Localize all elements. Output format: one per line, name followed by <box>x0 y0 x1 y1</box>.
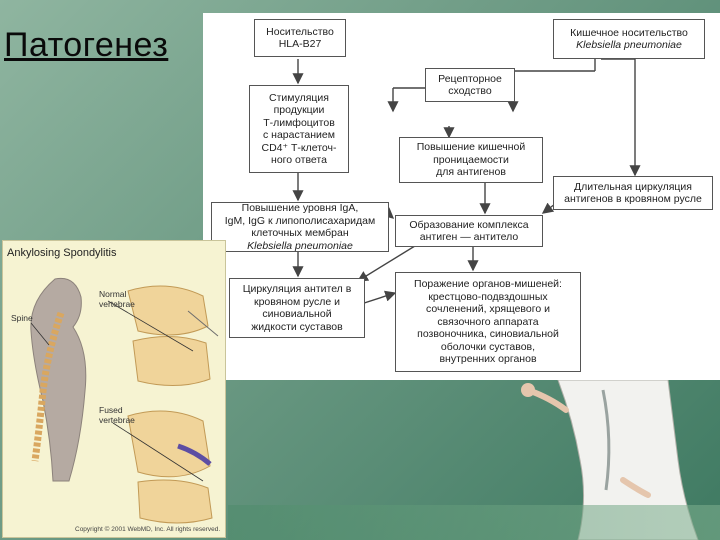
box-t-cell-stimulation: Стимуляция продукции Т-лимфоцитов с нара… <box>249 85 349 173</box>
box-antigen-circulation: Длительная циркуляция антигенов в кровян… <box>553 176 713 210</box>
box-immunoglobulin-rise: Повышение уровня IgA, IgM, IgG к липопол… <box>211 202 389 252</box>
ankylosing-spondylitis-inset: Ankylosing Spondylitis Normal vertebrae … <box>2 240 226 538</box>
doctor-illustration <box>521 380 699 540</box>
box-antibody-circulation: Циркуляция антител в кровяном русле и си… <box>229 278 365 338</box>
label-normal-vertebrae: Normal vertebrae <box>99 289 135 309</box>
inset-copyright: Copyright © 2001 WebMD, Inc. All rights … <box>75 526 221 533</box>
box-intestinal-permeability: Повышение кишечной проницаемости для ант… <box>399 137 543 183</box>
spine-illustration <box>30 277 219 524</box>
box-target-organ-damage: Поражение органов-мишеней: крестцово-под… <box>395 272 581 372</box>
pathogenesis-diagram: Носительство HLA-B27 Стимуляция продукци… <box>203 13 720 380</box>
box-immune-complex: Образование комплекса антиген — антитело <box>395 215 543 247</box>
slide-title: Патогенез <box>4 26 169 64</box>
decorative-footer-band <box>228 505 720 540</box>
box-receptor-similarity: Рецепторное сходство <box>425 68 515 102</box>
label-fused-vertebrae: Fused vertebrae <box>99 405 135 425</box>
label-spine: Spine <box>11 313 33 323</box>
box-hla-b27: Носительство HLA-B27 <box>254 19 346 57</box>
box-klebsiella-carriage: Кишечное носительство Klebsiella pneumon… <box>553 19 705 59</box>
inset-title: Ankylosing Spondylitis <box>7 247 117 259</box>
